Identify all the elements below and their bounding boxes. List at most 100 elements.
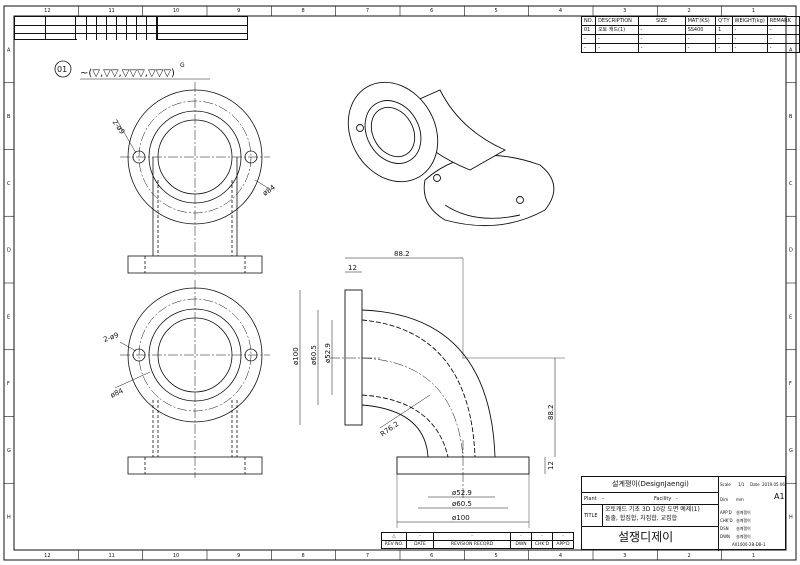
border-column-label: 1 <box>752 8 755 14</box>
revision-cell: - <box>531 532 553 541</box>
dim-bottom-100: ø100 <box>452 514 470 522</box>
border-column-label: 10 <box>173 8 179 14</box>
revision-cell: △ <box>381 532 407 541</box>
bom-cell: - <box>731 43 768 53</box>
border-column-label: 6 <box>430 8 433 14</box>
dim-flange-12-right: 12 <box>547 461 555 470</box>
bom-header-no: NO. <box>580 16 597 26</box>
bom-cell: - <box>715 43 733 53</box>
bom-row: - - - - - - - <box>580 34 800 44</box>
logo-text: 설쟁디제이 <box>618 530 674 544</box>
border-row-label: A <box>7 47 11 53</box>
border-column-label: 3 <box>623 553 626 559</box>
dim-value: mm <box>736 497 744 502</box>
border-column-label: 12 <box>44 553 50 559</box>
standards-block <box>14 16 248 40</box>
border-column-label: 4 <box>559 8 562 14</box>
revision-header: REV NO. <box>381 540 407 549</box>
border-row-label: E <box>789 314 792 320</box>
border-column-label: 11 <box>109 8 115 14</box>
revision-cell: - <box>433 532 511 541</box>
bom-header-description: DESCRIPTION <box>595 16 639 26</box>
border-column-label: 7 <box>366 553 369 559</box>
item-balloon <box>54 60 72 78</box>
bom-header-row: NO. DESCRIPTION SIZE MAT'(KS) Q'TY WEIGH… <box>580 16 800 26</box>
title-label: TITLE <box>584 513 598 519</box>
border-column-label: 1 <box>752 553 755 559</box>
border-column-label: 12 <box>44 8 50 14</box>
company-name: 설계쟁이(DesignJaengi) <box>612 480 689 488</box>
bom-cell: - <box>637 25 686 35</box>
border-column-label: 8 <box>302 553 305 559</box>
dim-flange-12-top: 12 <box>348 264 357 272</box>
date-label: Date <box>750 482 760 487</box>
date-value: 2019.05.06 <box>762 482 785 487</box>
bom-cell: - <box>715 34 733 44</box>
dim-bottom-60-5: ø60.5 <box>452 500 472 508</box>
dwn-label: DWN <box>720 534 731 539</box>
border-column-label: 11 <box>109 553 115 559</box>
facility-label: Facility <box>654 496 672 502</box>
border-column-label: 10 <box>173 553 179 559</box>
top-view <box>117 82 270 275</box>
border-column-label: 5 <box>495 553 498 559</box>
plant-value: - <box>602 496 604 502</box>
dim-bottom-52-9: ø52.9 <box>452 489 472 497</box>
border-column-label: 2 <box>688 8 691 14</box>
border-row-label: E <box>7 314 10 320</box>
chkd-sign: 설계쟁이 <box>736 518 751 523</box>
dim-horizontal-88: 88.2 <box>394 250 410 258</box>
border-column-label: 8 <box>302 8 305 14</box>
border-row-label: D <box>7 248 11 254</box>
side-elevation <box>299 257 565 528</box>
dsn-sign: 설계쟁이 <box>736 526 751 531</box>
revision-header: DATE <box>406 540 434 549</box>
scale-label: Scale <box>720 482 731 487</box>
title-line-2: 돌출, 합집합, 차집합, 교집합 <box>605 515 678 522</box>
bom-cell: - <box>766 34 800 44</box>
appd-label: APP'D <box>720 510 732 515</box>
bom-header-qty: Q'TY <box>715 16 733 26</box>
bom-cell: - <box>595 34 639 44</box>
revision-header: REVISION RECORD <box>433 540 511 549</box>
dim-dia60-5: ø60.5 <box>310 345 318 365</box>
chkd-label: CHK'D <box>720 518 733 523</box>
border-row-label: C <box>7 181 11 187</box>
bom-cell: - <box>580 43 597 53</box>
bom-cell: - <box>684 34 717 44</box>
border-column-label: 5 <box>495 8 498 14</box>
dim-dia100: ø100 <box>292 347 300 365</box>
size-value: A1 <box>774 492 785 501</box>
border-column-label: 2 <box>688 553 691 559</box>
revision-cell: - <box>406 532 434 541</box>
border-column-label: 6 <box>430 553 433 559</box>
border-column-label: 9 <box>237 553 240 559</box>
bom-cell: 1 <box>715 25 733 35</box>
revision-cell: - <box>510 532 532 541</box>
bom-cell: SS400 <box>684 25 717 35</box>
front-hole-dim: 2-ø9 <box>102 331 120 344</box>
bom-table: NO. DESCRIPTION SIZE MAT'(KS) Q'TY WEIGH… <box>580 16 800 53</box>
bom-row: 01 오토 캐드(1) - SS400 1 - - <box>580 25 800 35</box>
bom-cell: - <box>731 25 768 35</box>
border-column-label: 7 <box>366 8 369 14</box>
border-column-label: 9 <box>237 8 240 14</box>
border-row-label: F <box>789 381 792 387</box>
dwn-sign: 설계쟁이 <box>736 534 751 539</box>
bom-header-material: MAT'(KS) <box>684 16 717 26</box>
border-row-label: C <box>789 181 793 187</box>
revision-cell: - <box>552 532 574 541</box>
dim-dia52-9: ø52.9 <box>324 343 332 363</box>
appd-sign: 설계쟁이 <box>736 510 751 515</box>
border-row-label: D <box>789 248 793 254</box>
border-row-label: G <box>7 448 11 454</box>
scale-value: 1/1 <box>738 482 745 487</box>
revision-header-row: REV NO. DATE REVISION RECORD DWN CHK'D A… <box>381 540 574 549</box>
bom-cell: 01 <box>580 25 597 35</box>
border-row-label: H <box>789 515 793 521</box>
bom-cell: - <box>684 43 717 53</box>
front-view <box>114 280 270 478</box>
bom-cell: - <box>766 43 800 53</box>
revision-row: △ - - - - - <box>381 532 574 541</box>
